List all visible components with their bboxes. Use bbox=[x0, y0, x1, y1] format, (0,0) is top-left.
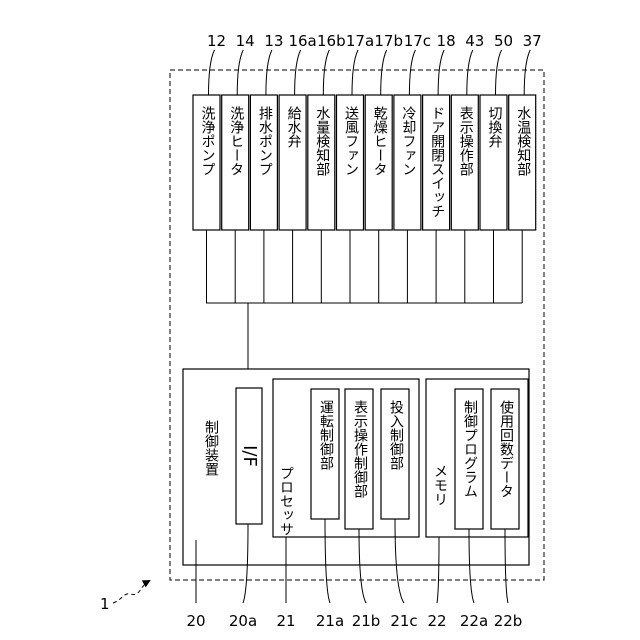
component-leader-17a bbox=[352, 50, 358, 95]
component-leader-43 bbox=[467, 50, 473, 95]
component-ref-17a: 17a bbox=[346, 32, 374, 50]
memory-item-label-22b: 使用回数データ bbox=[498, 399, 514, 498]
component-label-18: ドア開閉スイッチ bbox=[429, 106, 445, 218]
ref-numeral-4: 21b bbox=[352, 612, 381, 630]
component-leader-37 bbox=[524, 50, 530, 95]
component-leader-13 bbox=[266, 50, 272, 95]
component-ref-17b: 17b bbox=[374, 32, 403, 50]
component-label-17c: 冷却ファン bbox=[400, 106, 416, 176]
component-ref-16b: 16b bbox=[317, 32, 346, 50]
ref-numeral-3: 21a bbox=[316, 612, 344, 630]
component-label-43: 表示操作部 bbox=[458, 106, 474, 176]
component-label-17b: 乾燥ヒータ bbox=[372, 106, 388, 176]
device-ref-arrow bbox=[113, 581, 149, 603]
ref-numeral-0: 20 bbox=[186, 612, 205, 630]
component-ref-50: 50 bbox=[494, 32, 513, 50]
component-label-17a: 送風ファン bbox=[343, 106, 359, 176]
component-label-50: 切換弁 bbox=[487, 106, 503, 148]
ref-numeral-1: 20a bbox=[229, 612, 257, 630]
component-leader-14 bbox=[237, 50, 243, 95]
processor-unit-label-21b: 表示操作制御部 bbox=[352, 400, 368, 498]
memory-title: メモリ bbox=[432, 464, 448, 506]
control-device-title: 制御装置 bbox=[203, 420, 219, 476]
component-ref-12: 12 bbox=[207, 32, 226, 50]
component-leader-17b bbox=[381, 50, 387, 95]
component-ref-14: 14 bbox=[236, 32, 255, 50]
component-leader-16b bbox=[323, 50, 329, 95]
ref-numeral-2: 21 bbox=[276, 612, 295, 630]
processor-title: プロセッサ bbox=[278, 466, 294, 536]
component-ref-43: 43 bbox=[465, 32, 484, 50]
ref-numeral-6: 22 bbox=[427, 612, 446, 630]
component-ref-37: 37 bbox=[523, 32, 542, 50]
component-leader-12 bbox=[209, 50, 215, 95]
processor-unit-label-21a: 運転制御部 bbox=[318, 400, 334, 470]
interface-label: I/F bbox=[239, 445, 260, 467]
component-leader-50 bbox=[496, 50, 502, 95]
component-leader-17c bbox=[409, 50, 415, 95]
ref-numeral-7: 22a bbox=[460, 612, 488, 630]
component-label-12: 洗浄ポンプ bbox=[200, 106, 216, 176]
component-leader-18 bbox=[438, 50, 444, 95]
component-ref-16a: 16a bbox=[288, 32, 316, 50]
component-label-13: 排水ポンプ bbox=[257, 106, 273, 176]
component-ref-17c: 17c bbox=[404, 32, 431, 50]
component-label-16b: 水量検知部 bbox=[314, 106, 330, 176]
component-label-16a: 給水弁 bbox=[286, 106, 302, 148]
ref-numeral-5: 21c bbox=[390, 612, 417, 630]
component-ref-13: 13 bbox=[264, 32, 283, 50]
ref-numeral-8: 22b bbox=[494, 612, 523, 630]
processor-unit-label-21c: 投入制御部 bbox=[388, 400, 404, 470]
device-ref: 1 bbox=[100, 595, 110, 613]
component-leader-16a bbox=[295, 50, 301, 95]
component-label-37: 水温検知部 bbox=[515, 106, 531, 176]
component-label-14: 洗浄ヒータ bbox=[228, 106, 244, 176]
memory-item-label-22a: 制御プログラム bbox=[462, 400, 478, 498]
component-ref-18: 18 bbox=[437, 32, 456, 50]
